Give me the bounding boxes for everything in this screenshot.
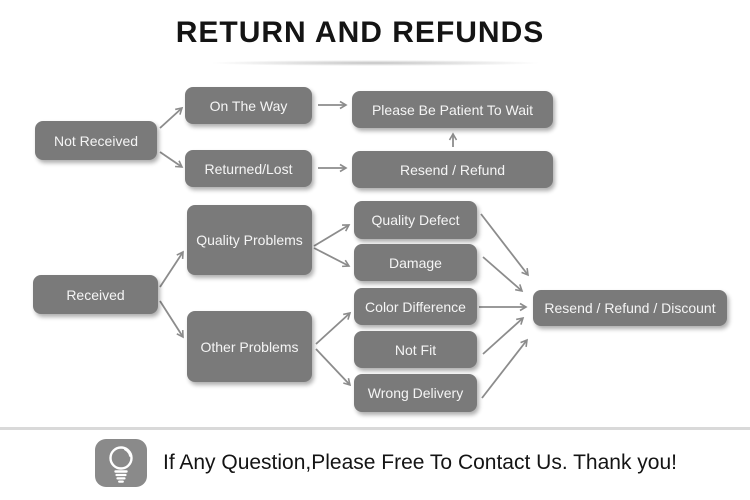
node-received: Received xyxy=(33,275,158,314)
node-wrong-delivery: Wrong Delivery xyxy=(354,374,477,412)
node-not-received: Not Received xyxy=(35,121,157,160)
node-quality-problems: Quality Problems xyxy=(187,205,312,275)
node-not-fit: Not Fit xyxy=(354,331,477,368)
title-underline-divider xyxy=(155,59,595,67)
node-damage: Damage xyxy=(354,244,477,281)
node-returned-lost: Returned/Lost xyxy=(185,150,312,187)
node-other-problems: Other Problems xyxy=(187,311,312,382)
footer-note: If Any Question,Please Free To Contact U… xyxy=(95,439,677,487)
node-color-difference: Color Difference xyxy=(354,288,477,325)
node-resend-refund-discount: Resend / Refund / Discount xyxy=(533,290,727,326)
footer-message: If Any Question,Please Free To Contact U… xyxy=(163,451,677,474)
page-title: RETURN AND REFUNDS xyxy=(175,16,545,49)
node-on-the-way: On The Way xyxy=(185,87,312,124)
light-bulb-icon xyxy=(95,439,147,487)
node-quality-defect: Quality Defect xyxy=(354,201,477,239)
node-resend-refund: Resend / Refund xyxy=(352,151,553,188)
node-please-be-patient: Please Be Patient To Wait xyxy=(352,91,553,128)
footer-divider xyxy=(0,427,750,430)
